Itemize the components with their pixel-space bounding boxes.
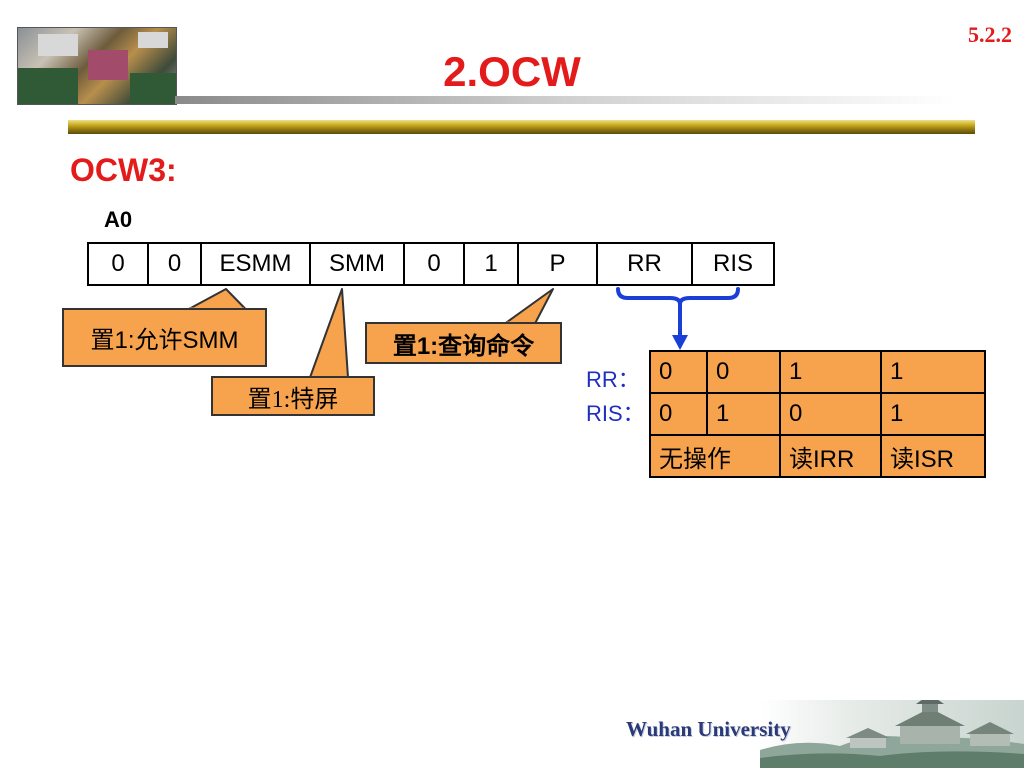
table-cell: 无操作: [649, 434, 781, 478]
smm-callout-pointer: [309, 288, 349, 379]
esmm-callout-pointer: [187, 288, 247, 311]
smm-callout: 置1:特屏: [211, 376, 375, 416]
register-bit-d7: 0: [89, 244, 149, 284]
a0-label: A0: [104, 207, 133, 232]
register-bit-d3: 0: [405, 244, 465, 284]
table-cell: 1: [706, 392, 781, 436]
table-row-action: 无操作 读IRR 读ISR: [649, 434, 986, 478]
table-cell: 1: [779, 350, 882, 394]
table-cell: 读ISR: [880, 434, 986, 478]
table-cell: 0: [706, 350, 781, 394]
table-cell: 读IRR: [779, 434, 882, 478]
rr-ris-mode-table: 0 0 1 1 0 1 0 1 无操作 读IRR 读ISR: [649, 350, 986, 478]
p-callout: 置1:查询命令: [365, 322, 562, 364]
ocw3-register: 0 0 ESMM SMM 0 1 P RR RIS: [87, 242, 775, 286]
rr-ris-arrow-head: [672, 335, 688, 350]
page-number: 5.2.2: [968, 22, 1012, 47]
table-cell: 0: [779, 392, 882, 436]
table-cell: 0: [649, 350, 708, 394]
section-title: OCW3:: [70, 152, 177, 188]
register-bit-d2: 1: [465, 244, 519, 284]
register-bit-d6: 0: [149, 244, 202, 284]
p-callout-pointer: [504, 288, 554, 325]
register-bit-rr: RR: [598, 244, 693, 284]
table-row-ris: 0 1 0 1: [649, 392, 986, 436]
table-row-rr: 0 0 1 1: [649, 350, 986, 394]
table-cell: 1: [880, 392, 986, 436]
header-motherboard-photo: [17, 27, 177, 105]
ris-row-label: RIS：: [586, 401, 645, 426]
register-bit-smm: SMM: [311, 244, 405, 284]
slide-title: 2.OCW: [443, 48, 581, 95]
header-divider-fade: [175, 96, 955, 104]
footer-campus-scene: [760, 700, 1024, 768]
register-bit-p: P: [519, 244, 598, 284]
register-bit-ris: RIS: [712, 250, 753, 277]
table-cell: 0: [649, 392, 708, 436]
gold-divider-bar: [68, 120, 975, 134]
footer-university-name: Wuhan University: [626, 717, 791, 741]
rr-row-label: RR：: [586, 367, 640, 392]
register-bit-esmm: ESMM: [202, 244, 311, 284]
rr-ris-brace: [616, 287, 740, 306]
esmm-callout: 置1:允许SMM: [62, 308, 267, 367]
table-cell: 1: [880, 350, 986, 394]
